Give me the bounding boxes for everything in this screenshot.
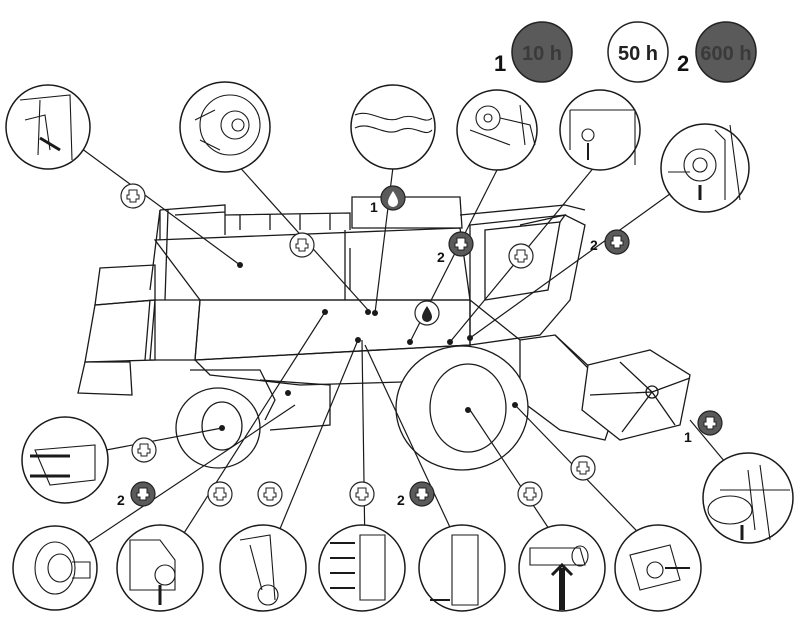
- oil-markers: [380, 185, 440, 326]
- grease-nipple-icon: [570, 455, 596, 481]
- grease-nipple-icon: [508, 243, 534, 269]
- grease-nipple-icon: [604, 229, 630, 255]
- right-grease-label: 2: [590, 237, 598, 253]
- legend-50h-marker: [607, 21, 669, 83]
- detail-rear-hood: [5, 84, 91, 170]
- detail-nipple-bank-left: [318, 524, 406, 612]
- grease-nipple-icon: [131, 437, 157, 463]
- grease-markers-dark: [130, 229, 723, 507]
- front-wheel: [395, 345, 529, 471]
- header-grease-label: 1: [684, 429, 692, 445]
- grease-markers-50h: [120, 183, 596, 507]
- detail-callouts: [5, 81, 794, 612]
- marker-labels: 1 2 2 1 2 2: [117, 199, 692, 508]
- legend-600h-marker: [695, 21, 757, 83]
- detail-axle-end: [12, 525, 98, 611]
- detail-header-drive: [702, 452, 794, 544]
- detail-feeder-joint: [614, 524, 702, 612]
- legend-2-number: 2: [677, 51, 689, 76]
- legend-50h-label: 50 h: [618, 43, 658, 65]
- grease-nipple-icon: [257, 481, 283, 507]
- oil-fill-label: 1: [370, 199, 378, 215]
- legend-10h-label: 10 h: [522, 43, 562, 65]
- grease-nipple-icon: [289, 232, 315, 258]
- legend-1-number: 1: [494, 51, 506, 76]
- detail-shaft-top: [559, 89, 641, 171]
- bottom-row-grease-label: 2: [397, 492, 405, 508]
- grease-nipple-icon: [697, 410, 723, 436]
- lubrication-points: [219, 262, 518, 431]
- legend-10h-marker: [511, 21, 573, 83]
- leader-lines: [69, 139, 741, 556]
- detail-chain: [350, 84, 436, 170]
- detail-sketches: [19, 94, 790, 610]
- detail-tensioner: [456, 89, 538, 171]
- grease-nipple-icon: [130, 481, 156, 507]
- legend-600h-label: 600 h: [700, 43, 751, 65]
- detail-wheel-hub: [21, 416, 109, 504]
- grease-nipple-icon: [207, 481, 233, 507]
- cab-grease-label: 2: [437, 249, 445, 265]
- detail-lever: [219, 524, 307, 612]
- grease-nipple-icon: [349, 481, 375, 507]
- grease-nipple-icon: [448, 231, 474, 257]
- detail-flange: [660, 123, 750, 213]
- grease-nipple-icon: [409, 481, 435, 507]
- detail-nipple-bank-right: [418, 524, 506, 612]
- grease-nipple-icon: [120, 183, 146, 209]
- left-wheel-grease-label: 2: [117, 492, 125, 508]
- legend: 1 10 h 50 h 2 600 h: [494, 21, 757, 83]
- header-reel: [581, 349, 691, 441]
- oil-drop-icon: [380, 185, 406, 211]
- grease-nipple-icon: [517, 481, 543, 507]
- oil-drop-icon: [414, 300, 440, 326]
